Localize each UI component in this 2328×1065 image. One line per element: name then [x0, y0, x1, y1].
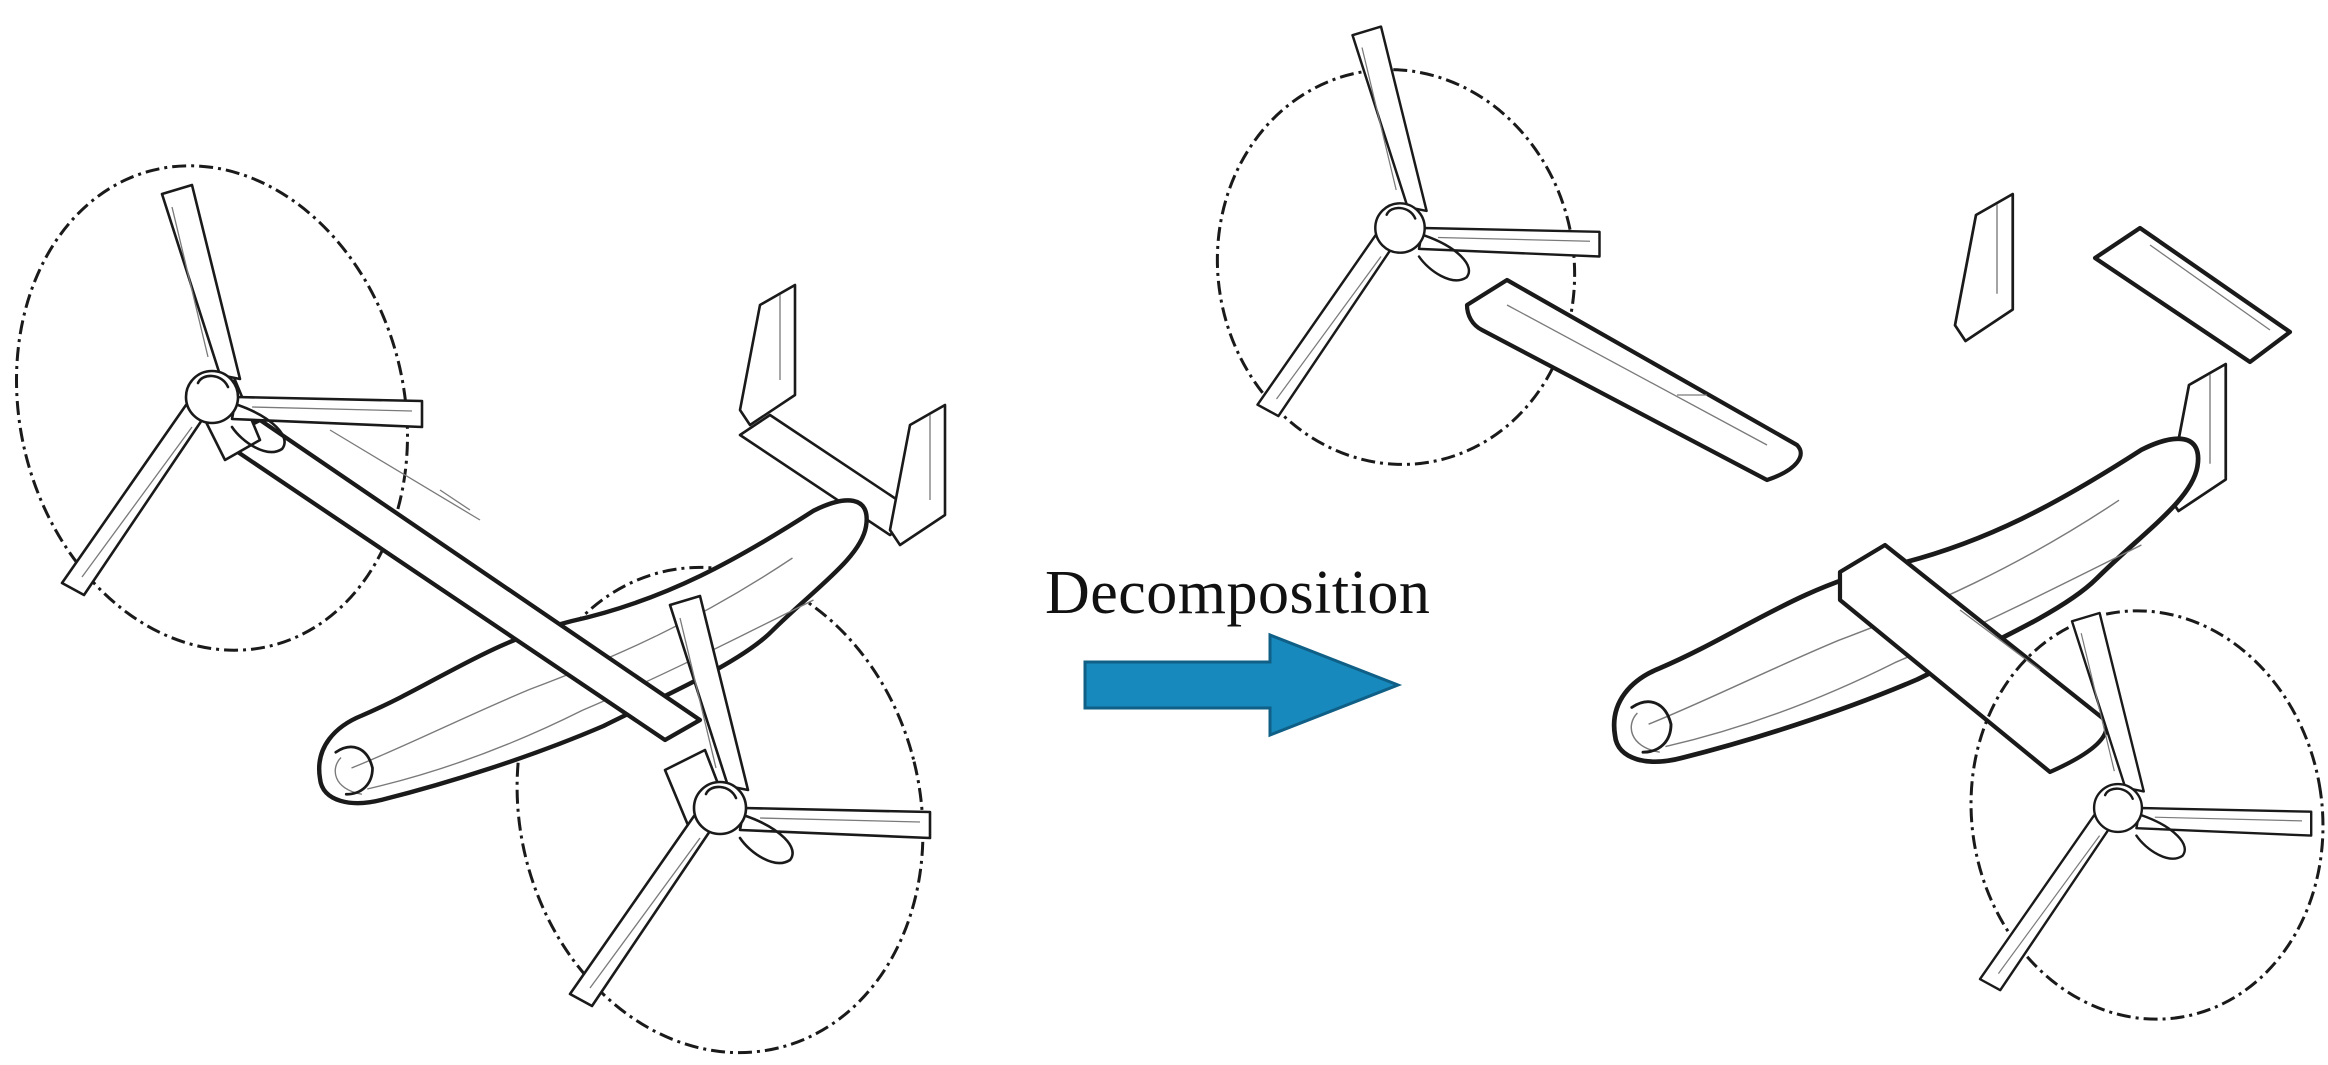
tiltrotor-decomposed-icon — [1215, 25, 2325, 1021]
right-arrow-icon — [1083, 632, 1403, 738]
decomposition-label: Decomposition — [1045, 559, 1431, 627]
tiltrotor-assembled-icon — [15, 164, 947, 1055]
